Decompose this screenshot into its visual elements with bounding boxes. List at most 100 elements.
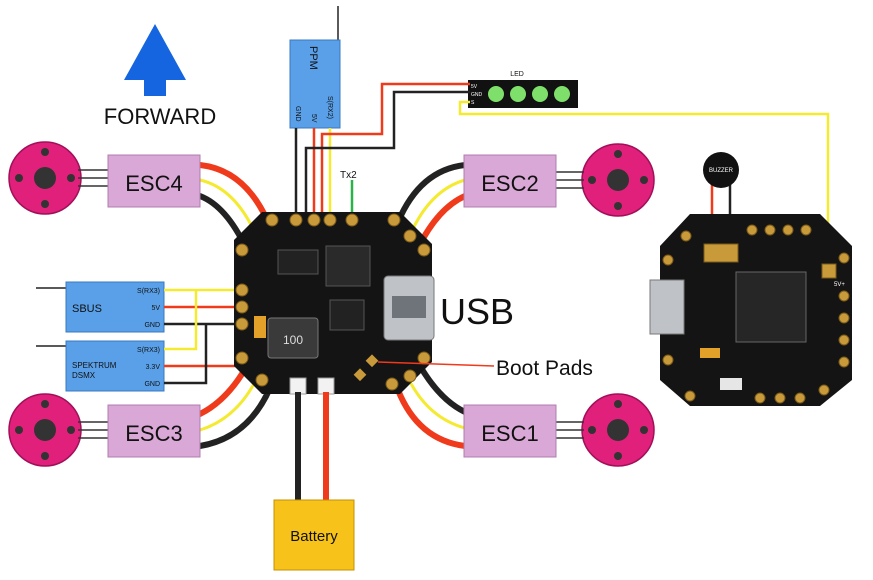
pad bbox=[680, 230, 692, 242]
led-signal-wire bbox=[458, 100, 830, 268]
esc4-red-wire bbox=[197, 162, 271, 225]
pad bbox=[235, 283, 249, 297]
spektrum-pin-gnd: GND bbox=[144, 381, 160, 388]
pad bbox=[684, 390, 696, 402]
spektrum-receiver-box bbox=[65, 340, 165, 392]
esc2-black-wire bbox=[395, 162, 468, 225]
sbus-pin-5v: 5V bbox=[151, 305, 160, 312]
motor-bolt bbox=[640, 176, 648, 184]
esc3-box bbox=[107, 404, 201, 458]
rear-5v-label: 5V+ bbox=[834, 282, 845, 288]
forward-label: FORWARD bbox=[104, 104, 216, 129]
receiver-wires bbox=[164, 288, 250, 385]
led-strip: LED 5V GND S bbox=[468, 71, 578, 108]
ppm-title: PPM bbox=[307, 46, 319, 70]
usb-label: USB bbox=[440, 291, 514, 332]
esc1-box bbox=[463, 404, 557, 458]
motor-front-right bbox=[556, 143, 655, 217]
battery: Battery bbox=[273, 392, 355, 571]
fc-component bbox=[277, 249, 319, 275]
pad bbox=[235, 300, 249, 314]
motor-bolt bbox=[67, 426, 75, 434]
pad bbox=[794, 392, 806, 404]
tx2-label: Tx2 bbox=[340, 170, 357, 181]
pad bbox=[838, 356, 850, 368]
fc-pads-bottom bbox=[255, 373, 399, 391]
flight-controller-board: 100 bbox=[234, 212, 435, 395]
led-gnd-wire bbox=[304, 90, 470, 218]
esc1-yellow-wire bbox=[406, 376, 467, 430]
fc-pads-right bbox=[403, 229, 431, 383]
pad bbox=[782, 224, 794, 236]
pad bbox=[403, 229, 417, 243]
pad bbox=[662, 354, 674, 366]
pad bbox=[323, 213, 337, 227]
rear-buzzer-pad bbox=[703, 243, 739, 263]
rear-5v-pad bbox=[821, 263, 837, 279]
signal-wires bbox=[294, 82, 830, 268]
rear-connector bbox=[720, 378, 742, 390]
spektrum-title-line2: DSMX bbox=[72, 371, 96, 380]
esc1-label: ESC1 bbox=[481, 421, 538, 446]
fc-rear-view: BUZZER 5V+ bbox=[649, 152, 852, 406]
motor-front-left bbox=[8, 141, 108, 215]
fc-inductor bbox=[267, 317, 319, 359]
motor-bolt bbox=[640, 426, 648, 434]
rear-capacitor bbox=[700, 348, 720, 358]
spektrum-gnd-wire bbox=[164, 324, 208, 385]
spektrum-title-line1: SPEKTRUM bbox=[72, 361, 117, 370]
motor-bolt bbox=[588, 176, 596, 184]
esc4: ESC4 bbox=[107, 154, 201, 208]
fc-mcu-chip bbox=[325, 245, 371, 287]
led-2 bbox=[510, 86, 526, 102]
spektrum-signal-wire bbox=[164, 290, 198, 351]
fc-power-connector bbox=[289, 377, 307, 395]
esc2: ESC2 bbox=[463, 154, 557, 208]
pad bbox=[838, 252, 850, 264]
pad bbox=[800, 224, 812, 236]
rear-mcu-chip bbox=[735, 271, 807, 343]
fc-usb-opening bbox=[392, 296, 426, 318]
pad bbox=[265, 213, 279, 227]
pad bbox=[255, 373, 269, 387]
motor-bolt bbox=[41, 200, 49, 208]
pad bbox=[838, 334, 850, 346]
motor-bolt bbox=[588, 426, 596, 434]
forward-indicator: FORWARD bbox=[104, 24, 216, 129]
fc-inductor-label: 100 bbox=[283, 333, 303, 347]
pad bbox=[764, 224, 776, 236]
buzzer-label: BUZZER bbox=[709, 168, 734, 174]
led-5v-wire bbox=[320, 82, 470, 218]
fc-capacitor bbox=[254, 316, 266, 338]
led-3 bbox=[532, 86, 548, 102]
ppm-pin-gnd: GND bbox=[294, 106, 301, 122]
pad bbox=[417, 243, 431, 257]
spektrum-receiver: SPEKTRUM DSMX S(RX3) 3.3V GND bbox=[36, 340, 165, 392]
led-pin-5v: 5V bbox=[471, 84, 478, 90]
esc1: ESC1 bbox=[463, 404, 557, 458]
esc1-black-wire bbox=[417, 363, 468, 415]
esc3: ESC3 bbox=[107, 404, 201, 458]
ppm-pin-5v: 5V bbox=[310, 114, 317, 123]
led-pin-gnd: GND bbox=[471, 92, 483, 98]
pad bbox=[838, 290, 850, 302]
sbus-receiver-box bbox=[65, 281, 165, 333]
sbus-title: SBUS bbox=[72, 303, 102, 315]
pad bbox=[235, 351, 249, 365]
led-1 bbox=[488, 86, 504, 102]
pad bbox=[403, 369, 417, 383]
esc2-box bbox=[463, 154, 557, 208]
battery-label: Battery bbox=[290, 528, 338, 545]
pad bbox=[385, 377, 399, 391]
spektrum-pin-signal: S(RX3) bbox=[137, 347, 160, 354]
led-pin-s: S bbox=[471, 100, 475, 106]
pad bbox=[818, 384, 830, 396]
pad bbox=[345, 213, 359, 227]
motor-bolt bbox=[41, 148, 49, 156]
pad bbox=[774, 392, 786, 404]
ppm-receiver: PPM S(RX2) 5V GND bbox=[289, 6, 341, 129]
motor-bolt bbox=[41, 452, 49, 460]
motor-bolt bbox=[614, 202, 622, 210]
motor-hub bbox=[607, 419, 629, 441]
fc-pads-left bbox=[235, 243, 249, 365]
